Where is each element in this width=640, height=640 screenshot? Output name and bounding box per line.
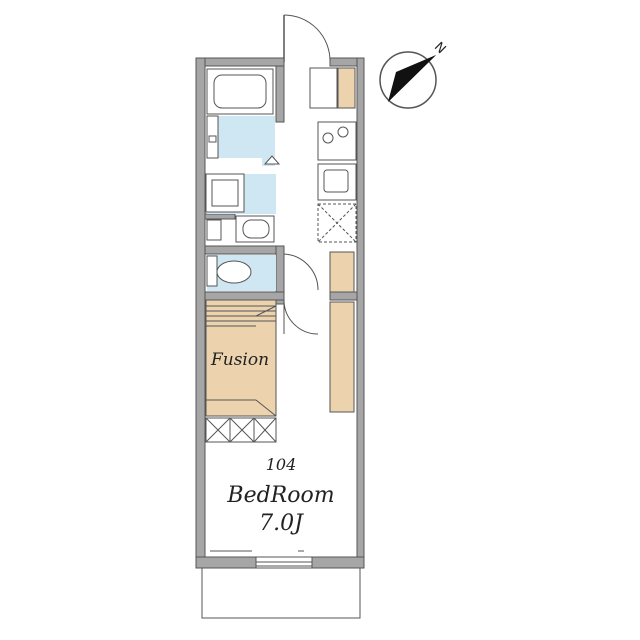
compass-icon: N [379,40,448,109]
toilet [206,255,276,291]
room-name: BedRoom [226,483,334,508]
fusion-label: Fusion [210,350,269,370]
room-size: 7.0J [259,511,304,536]
fusion-loft [205,299,277,417]
north-label: N [431,40,448,57]
unit-number: 104 [266,455,297,474]
balcony [201,565,361,619]
bathtub [206,68,274,115]
shoe-cabinet [309,67,356,109]
wash-area [206,115,281,166]
stair-lines [206,305,276,327]
exterior-walls [195,57,365,569]
toilet-door [283,253,319,291]
under-storage [205,417,277,443]
vanity-sink [206,215,275,243]
room-door [283,299,319,335]
closet [329,301,355,413]
windows [210,550,312,569]
kitchen [317,121,357,243]
hall-storage [329,251,355,293]
entry-door [283,14,331,63]
